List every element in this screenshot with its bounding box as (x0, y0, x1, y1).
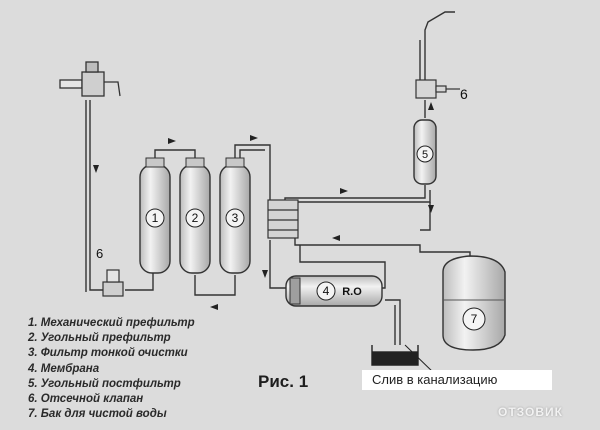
legend-item-5: 5. Угольный постфильтр (28, 377, 181, 390)
pipe-f1-f2 (154, 149, 196, 160)
legend-item-7: 7. Бак для чистой воды (28, 408, 167, 421)
legend-item-3: 3. Фильтр тонкой очистки (28, 347, 188, 360)
pipe-inlet (89, 100, 110, 291)
drain-label: Слив в канализацию (362, 370, 552, 390)
pipe-drain (385, 299, 401, 345)
post-filter (413, 119, 437, 185)
shutoff-valve-left (102, 269, 124, 297)
arrow-right-1 (168, 138, 176, 144)
arrow-up-1 (428, 102, 434, 110)
pipe-f3-out (234, 144, 271, 200)
prefilter-3 (219, 157, 251, 274)
arrow-down-3 (428, 205, 434, 213)
figure-label: Рис. 1 (258, 372, 309, 391)
pipe-membrane-out (299, 245, 386, 289)
pipe-to-membrane (269, 240, 290, 289)
valve-label-left: 6 (96, 246, 104, 261)
manifold (267, 199, 299, 239)
label-c5: 5 (422, 149, 428, 161)
pipe-valve-to-f1 (125, 272, 154, 291)
legend-item-2: 2. Угольный префильтр (28, 332, 171, 345)
legend-item-4: 4. Мембрана (28, 362, 100, 375)
valve-label-right: 6 (460, 86, 468, 102)
pipe-to-tank (294, 232, 471, 262)
label-c4-text: R.O (342, 286, 362, 298)
pipe-f2-f3 (194, 275, 236, 296)
label-c4: 4 (323, 284, 330, 298)
shutoff-valve-right (415, 79, 460, 99)
label-c3: 3 (232, 211, 239, 225)
arrow-right-2 (250, 135, 258, 141)
label-c7: 7 (471, 312, 478, 326)
prefilter-2 (179, 157, 211, 274)
arrow-down-2 (262, 270, 268, 278)
feed-tap (59, 61, 121, 97)
prefilter-1 (139, 157, 171, 274)
legend-item-1: 1. Механический префильтр (28, 317, 195, 329)
watermark-logo: ОТЗОВИК (498, 405, 563, 419)
flow-arrows (93, 102, 434, 310)
pipes (85, 11, 471, 345)
component-numbers: 1 2 3 4 R.O 5 7 (152, 149, 478, 326)
arrow-left-2 (332, 235, 340, 241)
legend-item-6: 6. Отсечной клапан (28, 393, 144, 406)
legend: 1. Механический префильтр 2. Угольный пр… (28, 316, 195, 422)
membrane-housing (285, 275, 383, 307)
label-c2: 2 (192, 211, 199, 225)
storage-tank (442, 255, 506, 351)
arrow-right-3 (340, 188, 348, 194)
arrow-down-inlet (93, 165, 99, 173)
arrow-left-1 (210, 304, 218, 310)
label-c1: 1 (152, 211, 159, 225)
